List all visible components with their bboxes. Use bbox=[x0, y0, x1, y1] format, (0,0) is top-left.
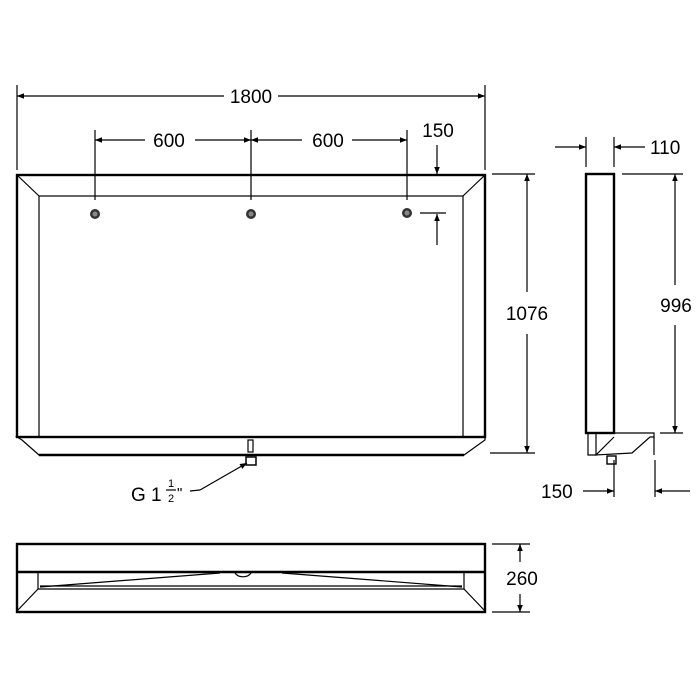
dimension-front-height: 1076 bbox=[490, 173, 548, 454]
dimension-overall-width: 1800 bbox=[16, 85, 486, 170]
dimension-label: 996 bbox=[660, 296, 692, 317]
dimension-label: 110 bbox=[650, 138, 680, 159]
dimension-label: 1076 bbox=[506, 304, 548, 325]
drain-thread-denominator: 2 bbox=[168, 493, 174, 505]
dimension-label: 150 bbox=[541, 482, 573, 503]
bottom-view: 260 bbox=[15, 542, 538, 614]
mounting-bolt bbox=[402, 208, 412, 218]
drain-thread-callout: G 1 1 2 " bbox=[131, 462, 248, 506]
dimension-label: 600 bbox=[312, 131, 344, 152]
side-view: 110 996 150 bbox=[541, 137, 692, 503]
dimension-label: 150 bbox=[422, 121, 454, 142]
dimension-label: 260 bbox=[506, 569, 538, 590]
drain-thread-numerator: 1 bbox=[168, 478, 174, 490]
dimension-bolt-spacing: 600 600 bbox=[94, 130, 408, 200]
mounting-bolt bbox=[90, 209, 100, 219]
dimension-label: 600 bbox=[153, 131, 185, 152]
drain-thread-suffix: " bbox=[177, 485, 182, 502]
dimension-label: 1800 bbox=[230, 87, 272, 108]
dimension-top-offset: 150 bbox=[420, 121, 454, 245]
mounting-bolt bbox=[246, 209, 256, 219]
drain-thread-label: G 1 bbox=[131, 485, 162, 506]
front-view bbox=[14, 173, 487, 466]
